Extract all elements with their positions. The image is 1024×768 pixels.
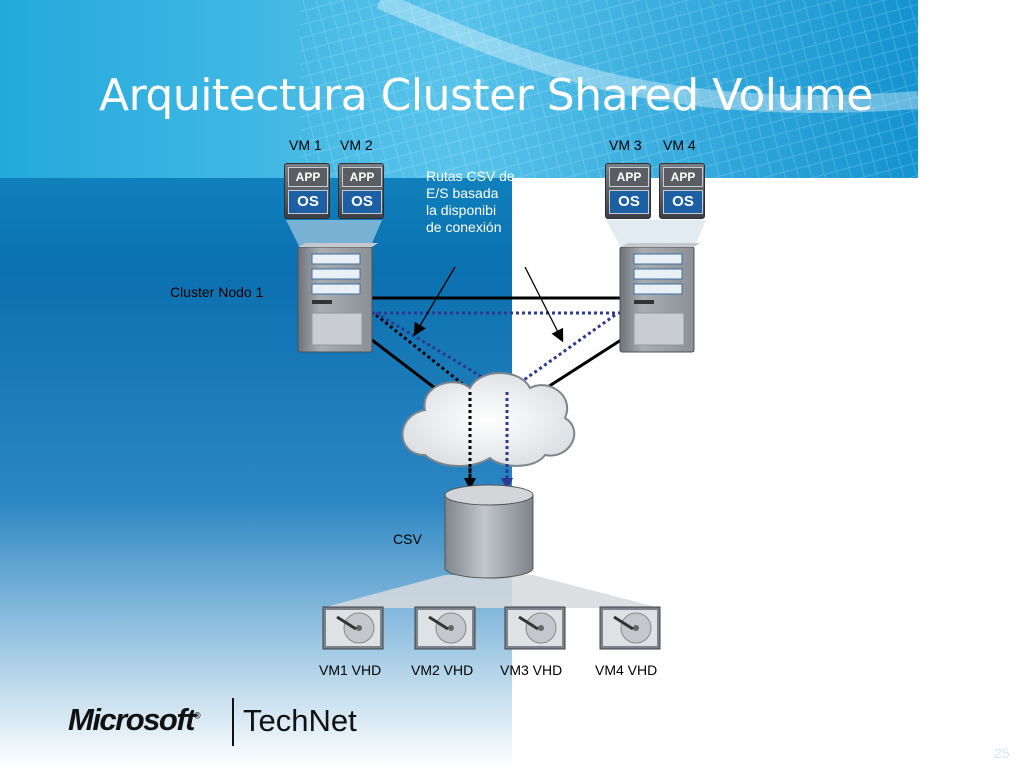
microsoft-logo: Microsoft® <box>68 702 201 738</box>
vm-stack-icon: APP OS <box>338 163 384 219</box>
vhd-label: VM4 VHD <box>595 662 658 678</box>
os-badge: OS <box>609 190 649 214</box>
vhd-label: VM2 VHD <box>411 662 474 678</box>
annotation-line: E/S basada <box>426 185 499 201</box>
vm-label: VM 1 <box>289 137 322 153</box>
server-icon <box>619 243 700 353</box>
vm-stack-icon: APP OS <box>284 163 330 219</box>
network-link-line <box>539 338 622 394</box>
os-badge: OS <box>342 190 382 214</box>
hard-disk-icon <box>414 606 476 650</box>
annotation-line: de conexión <box>426 219 502 235</box>
hard-disk-icon <box>599 606 661 650</box>
vhd-label: VM1 VHD <box>319 662 382 678</box>
vm-label: VM 4 <box>663 137 696 153</box>
vm-stack-icon: APP OS <box>659 163 705 219</box>
server-icon <box>297 243 378 353</box>
io-path-annotation: Rutas CSV de E/S basada la disponibi de … <box>426 168 536 236</box>
vhd-label: VM3 VHD <box>500 662 563 678</box>
cloud-icon <box>401 372 576 467</box>
storage-cylinder-icon <box>444 484 534 579</box>
vm-label: VM 3 <box>609 137 642 153</box>
app-badge: APP <box>609 167 649 187</box>
hard-disk-icon <box>322 606 384 650</box>
csv-label: CSV <box>393 531 422 547</box>
app-badge: APP <box>663 167 703 187</box>
storage-fanout <box>322 575 660 608</box>
vm-label: VM 2 <box>340 137 373 153</box>
vm-host-projection <box>606 220 706 248</box>
technet-logo: TechNet <box>243 703 357 738</box>
registered-mark: ® <box>194 710 201 721</box>
slide-title: Arquitectura Cluster Shared Volume <box>99 70 873 121</box>
cluster-node-label: Cluster Nodo 1 <box>170 284 264 300</box>
app-badge: APP <box>342 167 382 187</box>
os-badge: OS <box>288 190 328 214</box>
network-link-line <box>371 338 441 394</box>
vm-stack-icon: APP OS <box>605 163 651 219</box>
annotation-arrow <box>413 266 456 337</box>
annotation-arrow <box>524 266 564 343</box>
os-badge: OS <box>663 190 703 214</box>
annotation-line: la disponibi <box>426 202 497 218</box>
annotation-line: Rutas CSV de <box>426 168 515 184</box>
hard-disk-icon <box>504 606 566 650</box>
vm-host-projection <box>286 220 382 248</box>
page-number: 25 <box>994 745 1010 761</box>
app-badge: APP <box>288 167 328 187</box>
logo-divider <box>232 698 234 746</box>
microsoft-wordmark: Microsoft <box>68 702 196 737</box>
